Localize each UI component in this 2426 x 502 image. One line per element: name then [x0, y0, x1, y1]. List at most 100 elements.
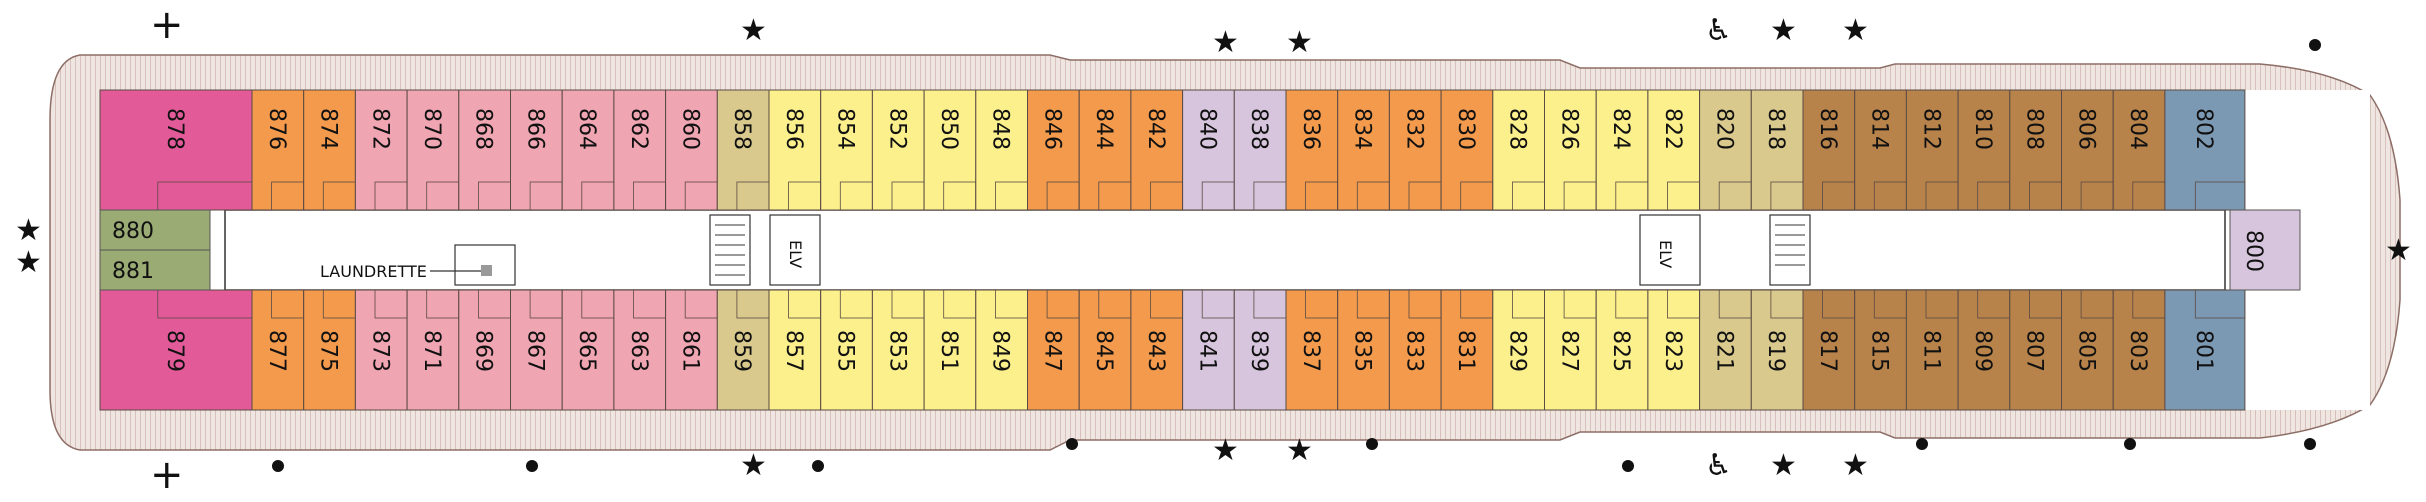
- cabin-841[interactable]: 841: [1182, 289, 1235, 411]
- dot-icon: [1066, 438, 1078, 450]
- cabin-843[interactable]: 843: [1130, 289, 1184, 411]
- cabin-864[interactable]: 864: [561, 89, 615, 211]
- cabin-848[interactable]: 848: [975, 89, 1028, 211]
- cabin-850[interactable]: 850: [923, 89, 977, 211]
- cabin-805[interactable]: 805: [2061, 289, 2114, 411]
- cabin-804[interactable]: 804: [2112, 89, 2166, 211]
- cabin-828[interactable]: 828: [1492, 89, 1546, 211]
- cabin-824[interactable]: 824: [1595, 89, 1649, 211]
- cabin-822[interactable]: 822: [1647, 89, 1701, 211]
- cabin-868[interactable]: 868: [458, 89, 511, 211]
- cabin-851[interactable]: 851: [923, 289, 977, 411]
- cabin-838[interactable]: 838: [1233, 89, 1287, 211]
- cabin-808[interactable]: 808: [2009, 89, 2063, 211]
- cabin-880[interactable]: 880: [99, 209, 211, 251]
- cabin-812[interactable]: 812: [1905, 89, 1959, 211]
- cabin-823[interactable]: 823: [1647, 289, 1701, 411]
- cabin-819[interactable]: 819: [1750, 289, 1804, 411]
- cabin-809[interactable]: 809: [1957, 289, 2011, 411]
- cabin-number: 825: [1608, 330, 1633, 372]
- cabin-862[interactable]: 862: [613, 89, 667, 211]
- cabin-879[interactable]: 879: [99, 289, 253, 411]
- cabin-811[interactable]: 811: [1905, 289, 1959, 411]
- cabin-870[interactable]: 870: [406, 89, 460, 211]
- cabin-807[interactable]: 807: [2009, 289, 2063, 411]
- cabin-853[interactable]: 853: [871, 289, 925, 411]
- cabin-fill: [1233, 289, 1287, 411]
- cabin-827[interactable]: 827: [1544, 289, 1597, 411]
- cabin-fill: [1233, 89, 1287, 211]
- cabin-836[interactable]: 836: [1285, 89, 1339, 211]
- cabin-871[interactable]: 871: [406, 289, 460, 411]
- cabin-number: 849: [988, 330, 1013, 372]
- cabin-number: 812: [1918, 108, 1943, 150]
- cabin-844[interactable]: 844: [1078, 89, 1132, 211]
- cabin-832[interactable]: 832: [1388, 89, 1442, 211]
- cabin-800[interactable]: 800: [2229, 209, 2301, 291]
- cabin-842[interactable]: 842: [1130, 89, 1184, 211]
- cabin-858[interactable]: 858: [716, 89, 770, 211]
- cabin-856[interactable]: 856: [768, 89, 822, 211]
- cabin-855[interactable]: 855: [820, 289, 873, 411]
- cabin-840[interactable]: 840: [1182, 89, 1235, 211]
- cabin-number: 879: [162, 330, 187, 372]
- cabin-849[interactable]: 849: [975, 289, 1028, 411]
- cabin-876[interactable]: 876: [251, 89, 305, 211]
- cabin-fill: [1802, 89, 1856, 211]
- cabin-830[interactable]: 830: [1440, 89, 1494, 211]
- cabin-863[interactable]: 863: [613, 289, 667, 411]
- cabin-845[interactable]: 845: [1078, 289, 1132, 411]
- cabin-867[interactable]: 867: [510, 289, 563, 411]
- cabin-860[interactable]: 860: [665, 89, 718, 211]
- cabin-810[interactable]: 810: [1957, 89, 2011, 211]
- cabin-814[interactable]: 814: [1854, 89, 1907, 211]
- cabin-834[interactable]: 834: [1337, 89, 1390, 211]
- dot-icon: [1622, 460, 1634, 472]
- star-icon: ★: [740, 448, 767, 483]
- cabin-861[interactable]: 861: [665, 289, 718, 411]
- cabin-847[interactable]: 847: [1027, 289, 1080, 411]
- elevator-forward: ELV: [769, 214, 821, 286]
- cabin-821[interactable]: 821: [1699, 289, 1752, 411]
- cabin-866[interactable]: 866: [510, 89, 563, 211]
- cabin-801[interactable]: 801: [2164, 289, 2246, 411]
- cabin-number: 859: [729, 330, 754, 372]
- cabin-818[interactable]: 818: [1750, 89, 1804, 211]
- cabin-816[interactable]: 816: [1802, 89, 1856, 211]
- cabin-825[interactable]: 825: [1595, 289, 1649, 411]
- cabin-865[interactable]: 865: [561, 289, 615, 411]
- cabin-875[interactable]: 875: [303, 289, 356, 411]
- cabin-bathroom: [2194, 289, 2246, 319]
- star-icon: ★: [1842, 13, 1869, 48]
- cabin-806[interactable]: 806: [2061, 89, 2114, 211]
- cabin-854[interactable]: 854: [820, 89, 873, 211]
- cabin-fill: [975, 289, 1028, 411]
- cabin-852[interactable]: 852: [871, 89, 925, 211]
- cabin-826[interactable]: 826: [1544, 89, 1597, 211]
- cabin-802[interactable]: 802: [2164, 89, 2246, 211]
- cabin-859[interactable]: 859: [716, 289, 770, 411]
- cabin-fill: [871, 89, 925, 211]
- cabin-839[interactable]: 839: [1233, 289, 1287, 411]
- cabin-837[interactable]: 837: [1285, 289, 1339, 411]
- cabin-817[interactable]: 817: [1802, 289, 1856, 411]
- cabin-874[interactable]: 874: [303, 89, 356, 211]
- cabin-869[interactable]: 869: [458, 289, 511, 411]
- cabin-878[interactable]: 878: [99, 89, 253, 211]
- cabin-number: 874: [316, 108, 341, 150]
- cabin-829[interactable]: 829: [1492, 289, 1546, 411]
- cabin-857[interactable]: 857: [768, 289, 822, 411]
- cabin-846[interactable]: 846: [1027, 89, 1080, 211]
- cabin-831[interactable]: 831: [1440, 289, 1494, 411]
- cabin-873[interactable]: 873: [354, 289, 408, 411]
- cabin-872[interactable]: 872: [354, 89, 408, 211]
- cabin-815[interactable]: 815: [1854, 289, 1907, 411]
- cabin-fill: [923, 89, 977, 211]
- cabin-835[interactable]: 835: [1337, 289, 1390, 411]
- cabin-881[interactable]: 881: [99, 249, 211, 291]
- cabin-number: 841: [1195, 330, 1220, 372]
- cabin-820[interactable]: 820: [1699, 89, 1752, 211]
- cabin-877[interactable]: 877: [251, 289, 305, 411]
- cabin-803[interactable]: 803: [2112, 289, 2166, 411]
- cabin-833[interactable]: 833: [1388, 289, 1442, 411]
